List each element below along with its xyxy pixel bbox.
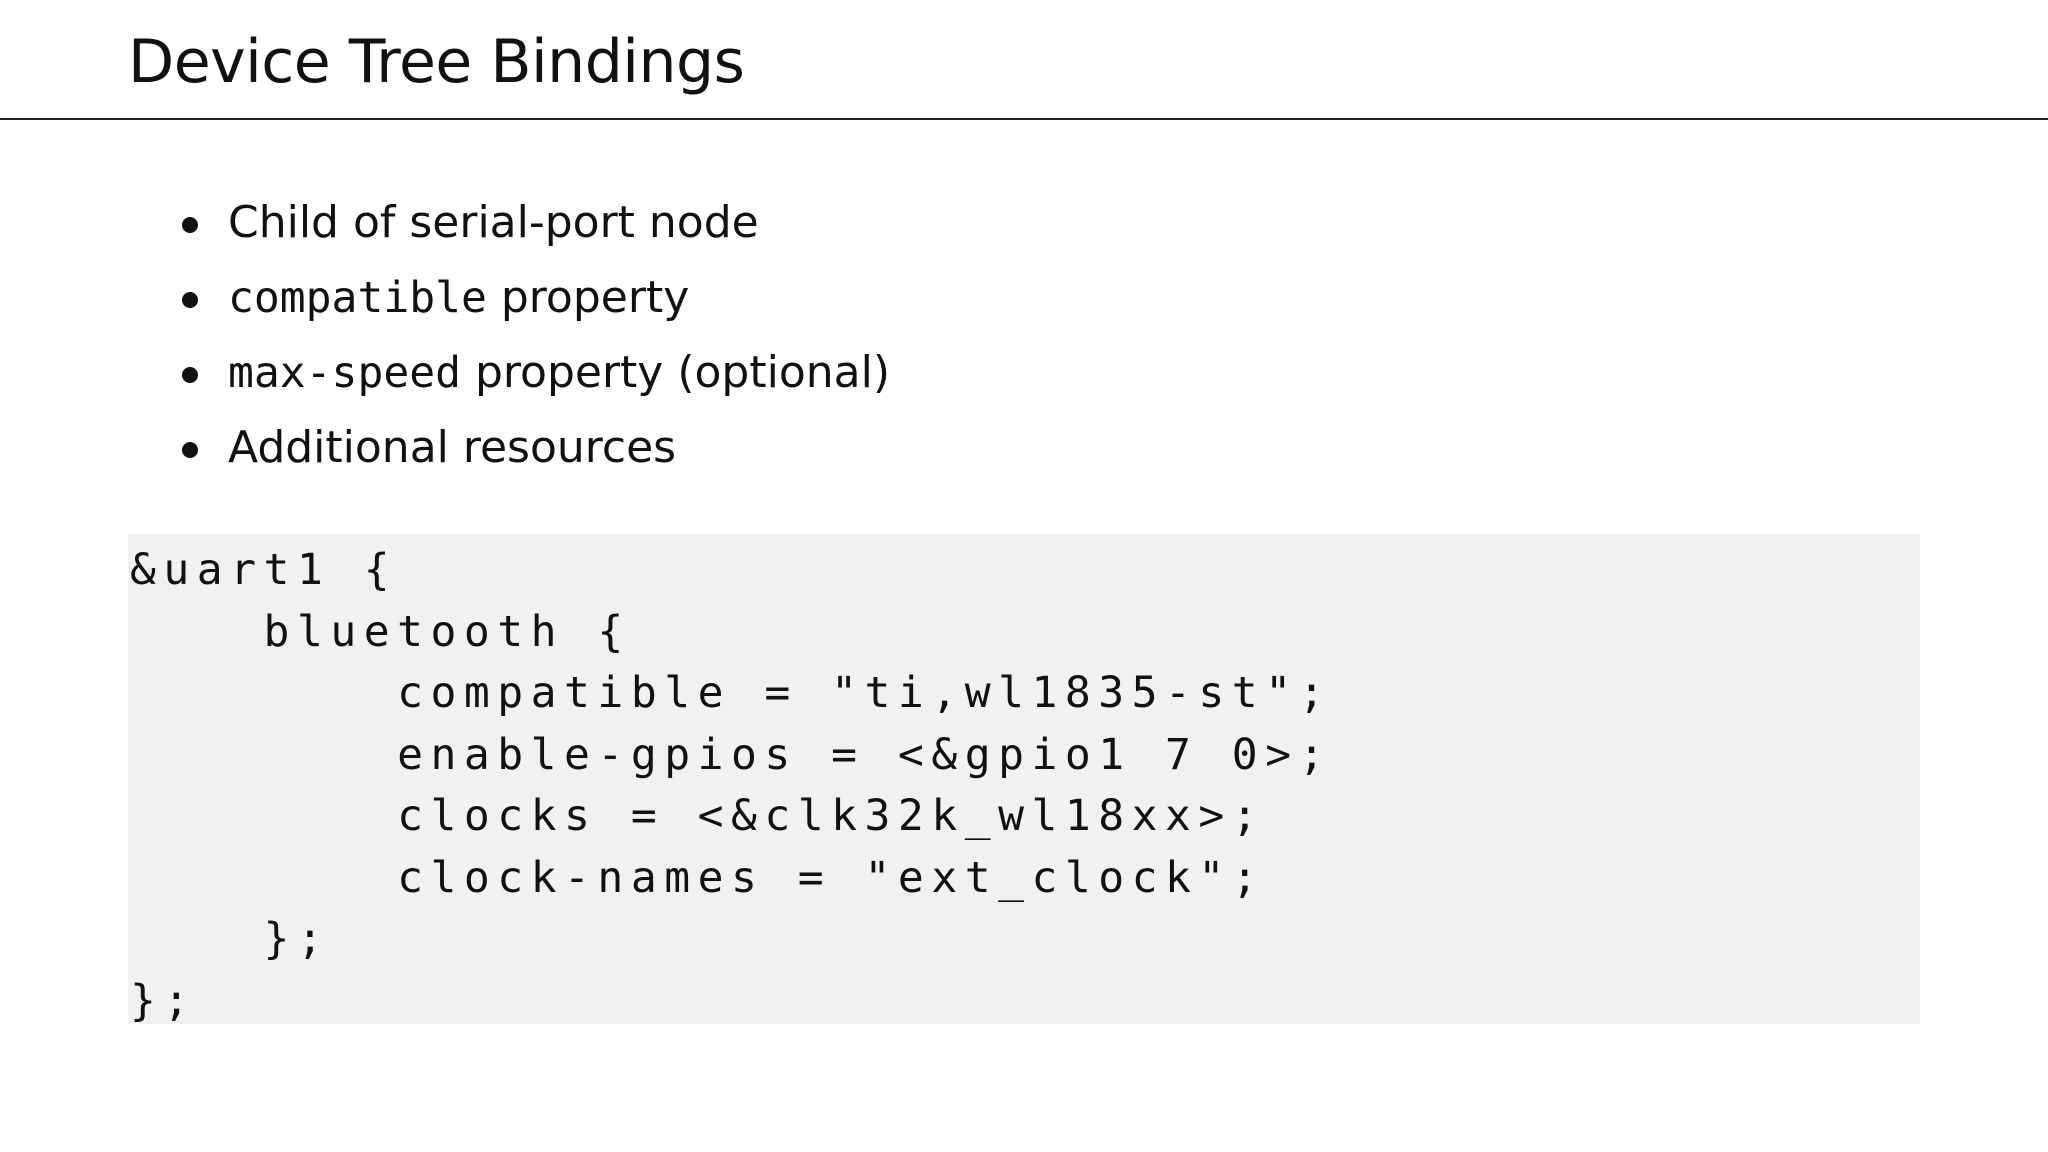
bullet-text: property (optional) [461,347,890,398]
bullet-text: Additional resources [228,422,677,473]
bullet-dot-icon [182,367,198,383]
bullet-text: Child of serial-port node [228,197,759,248]
code-block: &uart1 { bluetooth { compatible = "ti,wl… [128,534,1920,1026]
bullet-item: Additional resources [180,413,890,488]
bullet-dot-icon [182,442,198,458]
code-line: }; [130,914,331,964]
bullet-dot-icon [182,292,198,308]
code-line: &uart1 { [130,545,398,595]
code-line: clocks = <&clk32k_wl18xx>; [130,791,1266,841]
title-divider [0,118,2048,120]
code-line: compatible = "ti,wl1835-st"; [130,668,1332,718]
code-line: enable-gpios = <&gpio1 7 0>; [130,729,1332,780]
bullet-code-term: compatible [228,273,487,323]
code-line: clock-names = "ext_clock"; [130,852,1266,903]
bullet-list: Child of serial-port node compatible pro… [180,188,890,488]
bullet-item: Child of serial-port node [180,188,890,263]
code-line: }; [130,975,197,1026]
bullet-dot-icon [182,217,198,233]
bullet-code-term: max-speed [228,348,461,398]
slide-title: Device Tree Bindings [128,27,745,97]
bullet-text: property [486,272,690,323]
bullet-item: max-speed property (optional) [180,338,890,413]
code-line: bluetooth { [130,606,631,657]
bullet-item: compatible property [180,263,890,338]
